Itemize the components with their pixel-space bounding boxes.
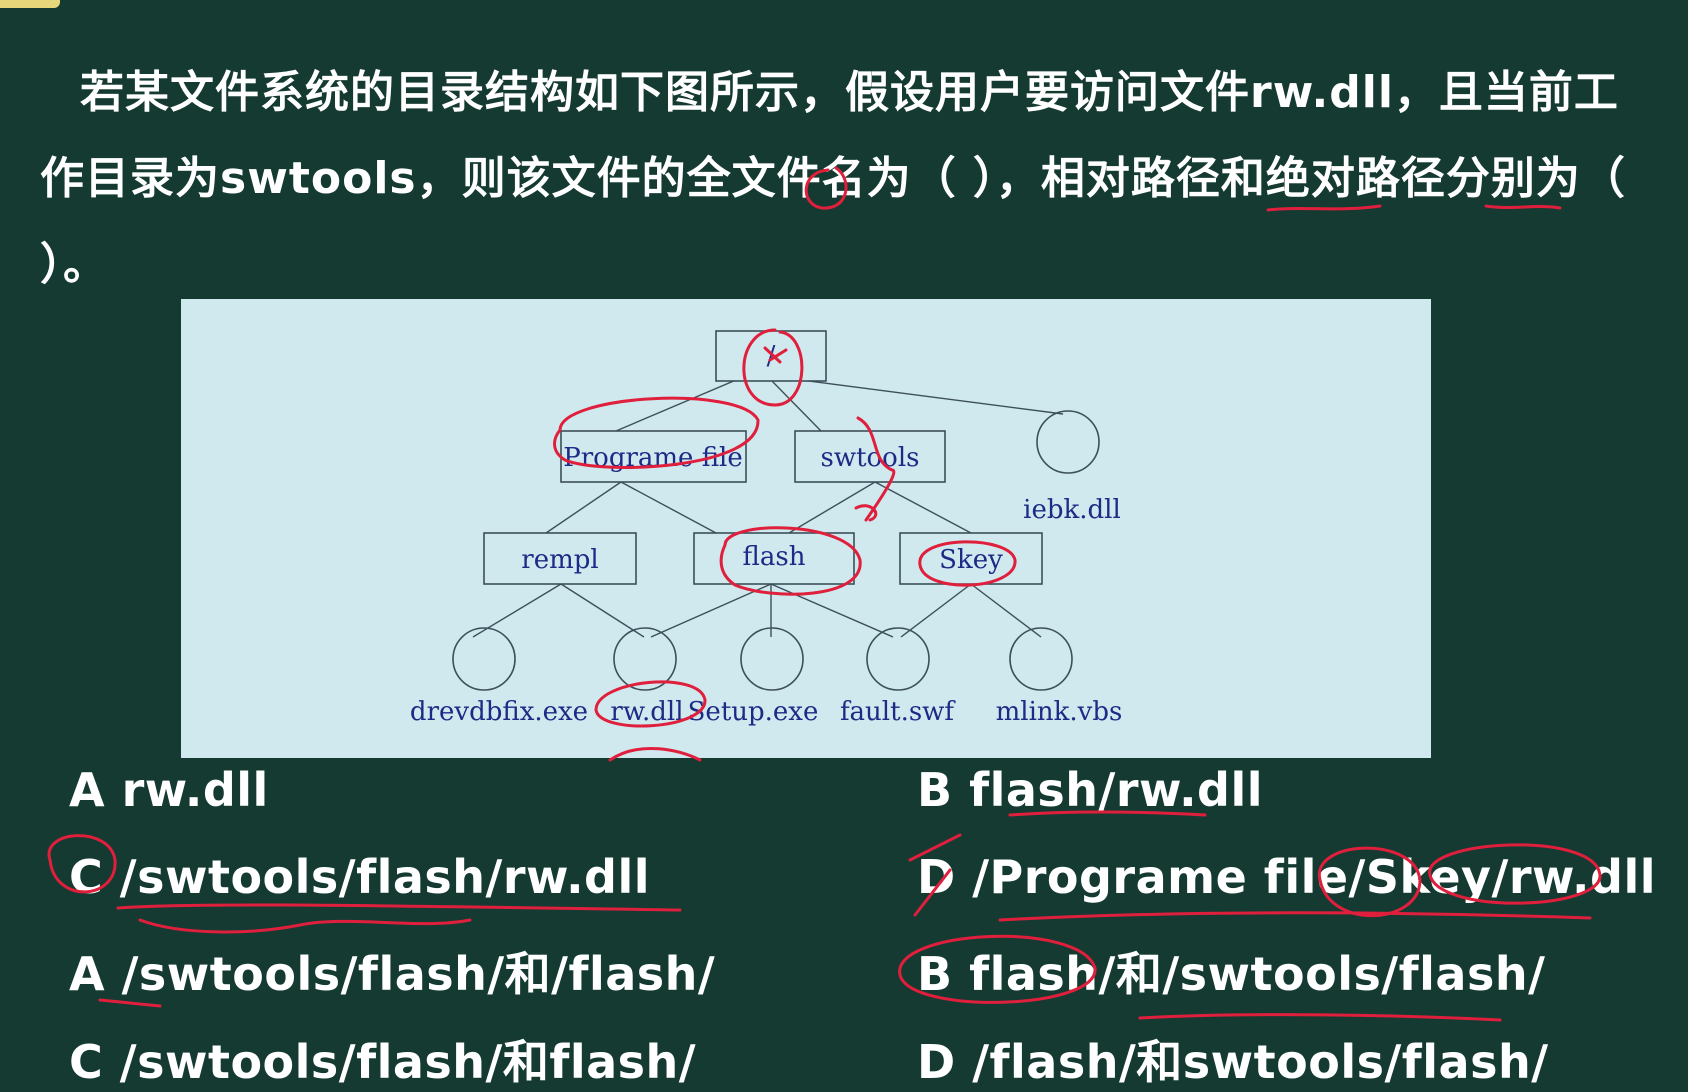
dir-skey-label: Skey (939, 545, 1003, 575)
edge-root-programe (615, 379, 737, 432)
file-drevdbfix-node (452, 627, 516, 691)
option-q2-a: A /swtools/flash/和/flash/ (69, 947, 716, 1001)
file-drevdbfix-label: drevdbfix.exe (410, 697, 588, 727)
edge-root-iebk (800, 379, 1064, 415)
file-fault-label: fault.swf (840, 697, 956, 727)
dir-programe-file-label: Programe file (563, 443, 743, 473)
ink-underline-option-b2 (1138, 1013, 1502, 1022)
directory-tree-figure: / Programe file swtools rempl flash Skey… (181, 299, 1431, 758)
file-mlink-node (1009, 627, 1073, 691)
edge-swtools-skey (874, 481, 972, 534)
file-rwdll-label: rw.dll (610, 697, 683, 727)
file-fault-node (866, 627, 930, 691)
file-mlink-label: mlink.vbs (996, 697, 1123, 727)
file-iebk-label: iebk.dll (1023, 495, 1121, 525)
dir-rempl (483, 532, 637, 585)
option-q2-c: C /swtools/flash/和flash/ (69, 1035, 697, 1089)
tree-edges (472, 379, 1064, 638)
edge-flash-rwdll (650, 583, 772, 638)
file-rwdll-node (613, 627, 677, 691)
edge-skey-mlink (970, 583, 1042, 638)
ink-underline-option-d (998, 911, 1592, 922)
file-setup-node (740, 627, 804, 691)
option-q2-d: D /flash/和swtools/flash/ (917, 1035, 1549, 1089)
dir-swtools-label: swtools (820, 443, 919, 473)
edge-root-swtools (770, 379, 822, 432)
root-node-label: / (767, 341, 776, 371)
edge-rempl-rwdll (560, 583, 645, 638)
question-text: 若某文件系统的目录结构如下图所示，假设用户要访问文件rw.dll，且当前工作目录… (40, 67, 1626, 290)
option-q2-b: B flash/和/swtools/flash/ (917, 947, 1546, 1001)
directory-tree: / Programe file swtools rempl flash Skey… (410, 330, 1123, 727)
edge-programe-flash (620, 481, 717, 534)
edge-flash-fault (770, 583, 894, 638)
option-q1-b: B flash/rw.dll (917, 763, 1264, 817)
ink-underline-option-c (116, 903, 682, 934)
option-q1-a: A rw.dll (69, 763, 269, 817)
edge-programe-rempl (545, 481, 622, 534)
dir-flash-label: flash (743, 542, 806, 572)
edge-swtools-flash (788, 481, 876, 534)
file-setup-label: Setup.exe (688, 697, 819, 727)
board-accent (0, 0, 60, 8)
dir-rempl-label: rempl (521, 545, 598, 575)
option-q1-d: D /Programe file/Skey/rw.dll (917, 850, 1656, 904)
edge-rempl-drevdbfix (472, 583, 562, 638)
option-q1-c: C /swtools/flash/rw.dll (69, 850, 651, 904)
file-iebk-node (1036, 410, 1100, 474)
edge-skey-fault (900, 583, 972, 638)
